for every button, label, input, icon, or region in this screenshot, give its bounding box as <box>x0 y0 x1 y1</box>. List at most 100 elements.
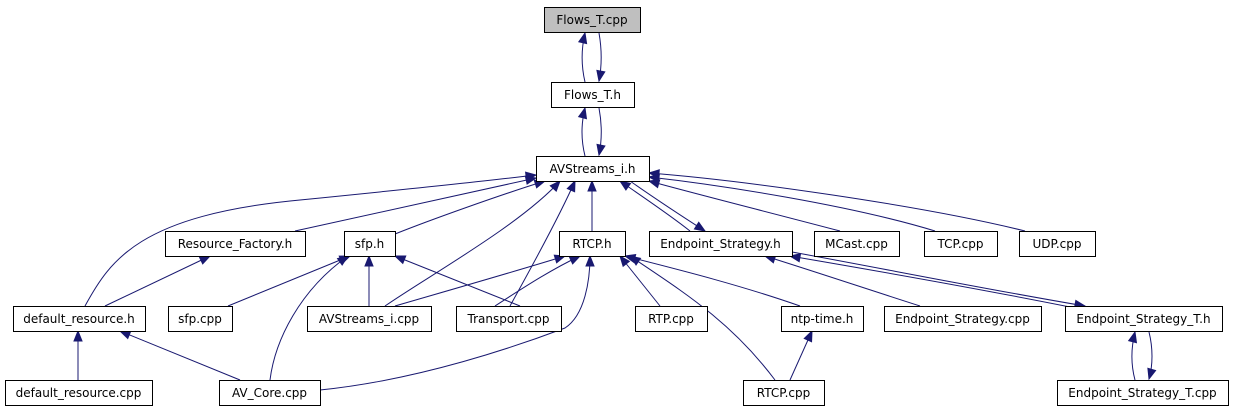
edge-line <box>789 255 1071 308</box>
edge-flows_t_h-to-avstreams_i_h <box>596 107 606 157</box>
edge-resource_factory_h-to-avstreams_i_h <box>294 175 538 232</box>
edge-line <box>294 177 537 232</box>
node-rtp-cpp[interactable]: RTP.cpp <box>635 306 708 332</box>
node-box <box>781 306 864 332</box>
edge-line <box>494 255 581 307</box>
node-box <box>307 306 432 332</box>
edge-av_core_cpp-to-rtcp_h <box>319 254 595 391</box>
edge-line <box>269 255 349 381</box>
node-flows-t-h[interactable]: Flows_T.h <box>551 82 635 108</box>
arrowhead-icon <box>336 255 350 266</box>
node-label: AV_Core.cpp <box>232 386 307 400</box>
node-sfp-h[interactable]: sfp.h <box>344 231 396 257</box>
edge-av_core_cpp-to-default_resource_h <box>118 330 241 381</box>
edge-line <box>394 255 521 307</box>
node-sfp-cpp[interactable]: sfp.cpp <box>168 306 233 332</box>
edge-line <box>648 176 936 232</box>
node-endpoint-strategy-t-cpp[interactable]: Endpoint_Strategy_T.cpp <box>1057 380 1229 406</box>
node-label: Endpoint_Strategy.cpp <box>895 312 1030 326</box>
edge-flows_t_h-to-flows_t_cpp <box>577 31 588 83</box>
arrowhead-icon <box>596 143 606 157</box>
node-ntp-time-h[interactable]: ntp-time.h <box>781 306 864 332</box>
edge-default_resource_cpp-to-default_resource_h <box>73 329 83 380</box>
node-rtcp-cpp[interactable]: RTCP.cpp <box>743 380 825 406</box>
node-box <box>814 231 900 257</box>
edge-line <box>319 255 591 391</box>
node-label: sfp.h <box>355 237 385 251</box>
node-box <box>559 231 626 257</box>
node-flows-t-cpp[interactable]: Flows_T.cpp <box>544 7 641 33</box>
arrowhead-icon <box>73 329 83 342</box>
node-box <box>165 231 306 257</box>
node-mcast-cpp[interactable]: MCast.cpp <box>814 231 900 257</box>
edge-sfp_cpp-to-sfp_h <box>227 255 352 307</box>
node-default-resource-h[interactable]: default_resource.h <box>13 306 146 332</box>
edge-line <box>84 174 537 307</box>
arrowhead-icon <box>118 330 132 340</box>
arrowhead-icon <box>1147 367 1157 381</box>
arrowhead-icon <box>577 31 588 45</box>
node-box <box>635 306 708 332</box>
edge-mcast_cpp-to-avstreams_i_h <box>647 179 841 232</box>
node-label: TCP.cpp <box>936 237 983 251</box>
node-label: Endpoint_Strategy.h <box>660 237 781 251</box>
node-label: Endpoint_Strategy_T.h <box>1076 312 1210 326</box>
edge-line <box>227 255 351 307</box>
node-box <box>649 231 793 257</box>
node-default-resource-cpp[interactable]: default_resource.cpp <box>5 380 153 406</box>
arrowhead-icon <box>549 180 561 192</box>
edge-transport_cpp-to-rtcp_h <box>494 255 582 307</box>
nodes-layer: Flows_T.cppFlows_T.hAVStreams_i.hResourc… <box>5 7 1229 406</box>
edge-transport_cpp-to-sfp_h <box>393 255 521 307</box>
node-tcp-cpp[interactable]: TCP.cpp <box>924 231 998 257</box>
node-label: default_resource.h <box>23 312 135 326</box>
node-rtcp-h[interactable]: RTCP.h <box>559 231 626 257</box>
node-label: Flows_T.h <box>564 88 621 102</box>
node-box <box>1019 231 1096 257</box>
edge-line <box>624 255 801 307</box>
arrowhead-icon <box>577 106 588 120</box>
edge-line <box>791 251 1086 307</box>
edge-line <box>394 255 566 307</box>
arrowhead-icon <box>647 169 660 179</box>
edge-line <box>119 330 241 381</box>
node-label: ntp-time.h <box>791 312 854 326</box>
node-box <box>743 380 825 406</box>
node-endpoint-strategy-h[interactable]: Endpoint_Strategy.h <box>649 231 793 257</box>
node-label: Endpoint_Strategy_T.cpp <box>1068 386 1216 400</box>
arrowhead-icon <box>364 254 374 267</box>
arrowhead-icon <box>619 254 631 268</box>
node-label: AVStreams_i.cpp <box>319 312 419 326</box>
edge-transport_cpp-to-avstreams_i_h <box>509 179 576 307</box>
arrowhead-icon <box>198 255 212 265</box>
edge-avstreams_i_cpp-to-rtcp_h <box>394 254 567 307</box>
edge-line <box>648 172 1026 232</box>
node-label: RTCP.cpp <box>757 386 810 400</box>
node-udp-cpp[interactable]: UDP.cpp <box>1019 231 1096 257</box>
node-box <box>884 306 1042 332</box>
node-av-core-cpp[interactable]: AV_Core.cpp <box>219 380 321 406</box>
node-label: RTP.cpp <box>648 312 694 326</box>
node-label: AVStreams_i.h <box>549 162 635 176</box>
edge-line <box>104 255 211 307</box>
node-transport-cpp[interactable]: Transport.cpp <box>456 306 562 332</box>
edge-endpoint_strategy_t_h-to-endpoint_strategy_t_cpp <box>1147 331 1157 381</box>
edge-line <box>384 180 561 307</box>
node-box <box>551 82 635 108</box>
edge-line <box>509 180 576 307</box>
edge-line <box>394 180 546 235</box>
edge-avstreams_i_cpp-to-sfp_h <box>364 254 374 306</box>
node-box <box>1057 380 1229 406</box>
edge-endpoint_strategy_h-to-endpoint_strategy_t_h <box>791 251 1087 309</box>
edge-line <box>764 255 921 307</box>
node-box <box>924 231 998 257</box>
node-label: default_resource.cpp <box>16 386 142 400</box>
arrowhead-icon <box>628 255 642 266</box>
arrowhead-icon <box>585 254 595 267</box>
node-resource-factory-h[interactable]: Resource_Factory.h <box>165 231 306 257</box>
node-avstreams-i-cpp[interactable]: AVStreams_i.cpp <box>307 306 432 332</box>
node-avstreams-i-h[interactable]: AVStreams_i.h <box>536 156 650 182</box>
node-endpoint-strategy-t-h[interactable]: Endpoint_Strategy_T.h <box>1065 306 1223 332</box>
node-endpoint-strategy-cpp[interactable]: Endpoint_Strategy.cpp <box>884 306 1042 332</box>
node-box <box>544 7 641 33</box>
